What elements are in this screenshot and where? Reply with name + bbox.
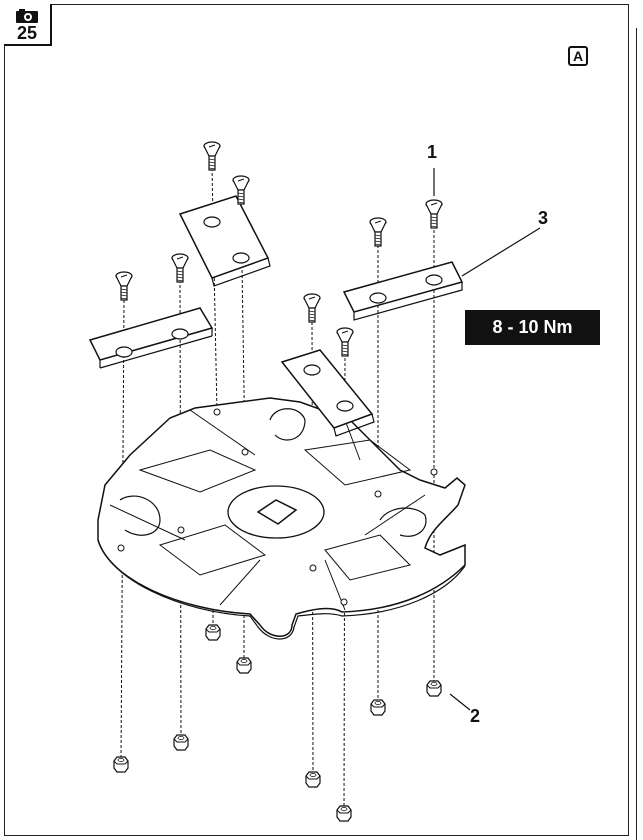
base-plate xyxy=(97,397,466,640)
clamp-strip-right xyxy=(342,261,464,321)
page-rule xyxy=(636,28,637,840)
leader-2 xyxy=(449,693,471,711)
step-badge: 25 xyxy=(4,4,52,46)
step-number: 25 xyxy=(16,23,38,43)
callout-3: 3 xyxy=(538,208,549,228)
clamp-strip-center xyxy=(280,349,375,437)
camera-icon xyxy=(16,9,38,23)
torque-spec-label: 8 - 10 Nm xyxy=(465,310,600,345)
callout-2: 2 xyxy=(470,706,481,726)
clamp-strip-left xyxy=(88,307,214,369)
nuts xyxy=(113,624,442,822)
clamp-strip-upper xyxy=(178,195,271,287)
leader-3 xyxy=(461,227,541,277)
page-frame xyxy=(4,4,629,836)
variant-label: A xyxy=(568,46,588,66)
callout-1: 1 xyxy=(427,142,438,162)
